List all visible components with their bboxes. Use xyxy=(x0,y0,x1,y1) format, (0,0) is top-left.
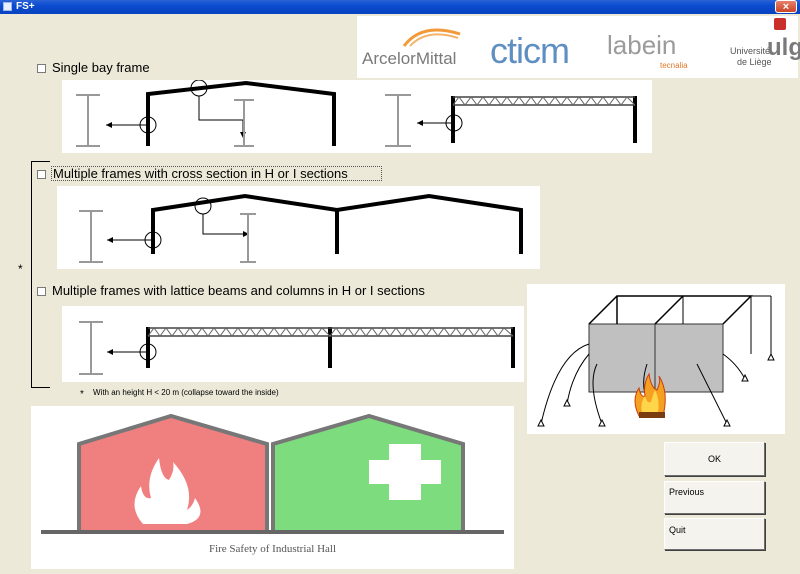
quit-button-label: Quit xyxy=(669,525,686,535)
labein-tecnalia-text: tecnalia xyxy=(660,61,688,70)
fire-safety-banner: Fire Safety of Industrial Hall xyxy=(31,406,514,569)
multiple-lattice-label[interactable]: Multiple frames with lattice beams and c… xyxy=(52,283,425,298)
close-button[interactable]: × xyxy=(775,0,797,13)
previous-button[interactable]: Previous xyxy=(664,481,765,514)
multiple-lattice-diagram xyxy=(62,306,524,382)
footnote-star: * xyxy=(80,389,84,400)
ok-button-label: OK xyxy=(707,454,721,464)
liege-university-line2: de Liège xyxy=(737,57,772,67)
cross-icon xyxy=(369,444,441,500)
logo-panel: ArcelorMittal cticm labein tecnalia Univ… xyxy=(357,16,800,78)
window-title: FS+ xyxy=(16,1,35,12)
labein-logo: labein xyxy=(607,30,677,60)
arcelormittal-swoosh-icon xyxy=(402,28,461,47)
window-icon xyxy=(3,2,12,11)
banner-caption: Fire Safety of Industrial Hall xyxy=(208,543,337,555)
previous-button-label: Previous xyxy=(669,487,705,497)
liege-logo-mark: ulg xyxy=(767,34,800,61)
single-bay-checkbox[interactable] xyxy=(37,64,46,73)
bracket-asterisk: * xyxy=(18,262,23,276)
arcelormittal-logo: ArcelorMittal xyxy=(362,49,457,68)
ok-button[interactable]: OK xyxy=(664,442,765,476)
cticm-logo: cticm xyxy=(490,30,570,71)
single-bay-label[interactable]: Single bay frame xyxy=(52,60,150,75)
multiple-hi-label[interactable]: Multiple frames with cross section in H … xyxy=(51,166,382,181)
multiple-hi-diagram xyxy=(57,186,540,269)
fire-icon xyxy=(634,372,666,418)
title-bar: FS+ × xyxy=(0,0,800,14)
options-bracket xyxy=(31,161,50,388)
quit-button[interactable]: Quit xyxy=(664,518,765,550)
liege-university-line1: Université xyxy=(730,46,771,56)
collapse-3d-illustration xyxy=(527,284,785,434)
footnote-text: With an height H < 20 m (collapse toward… xyxy=(93,388,279,397)
multiple-lattice-checkbox[interactable] xyxy=(37,287,46,296)
flame-icon xyxy=(134,458,201,524)
liege-crest-icon xyxy=(774,18,786,30)
single-bay-diagram xyxy=(62,79,652,153)
multiple-hi-checkbox[interactable] xyxy=(37,170,46,179)
